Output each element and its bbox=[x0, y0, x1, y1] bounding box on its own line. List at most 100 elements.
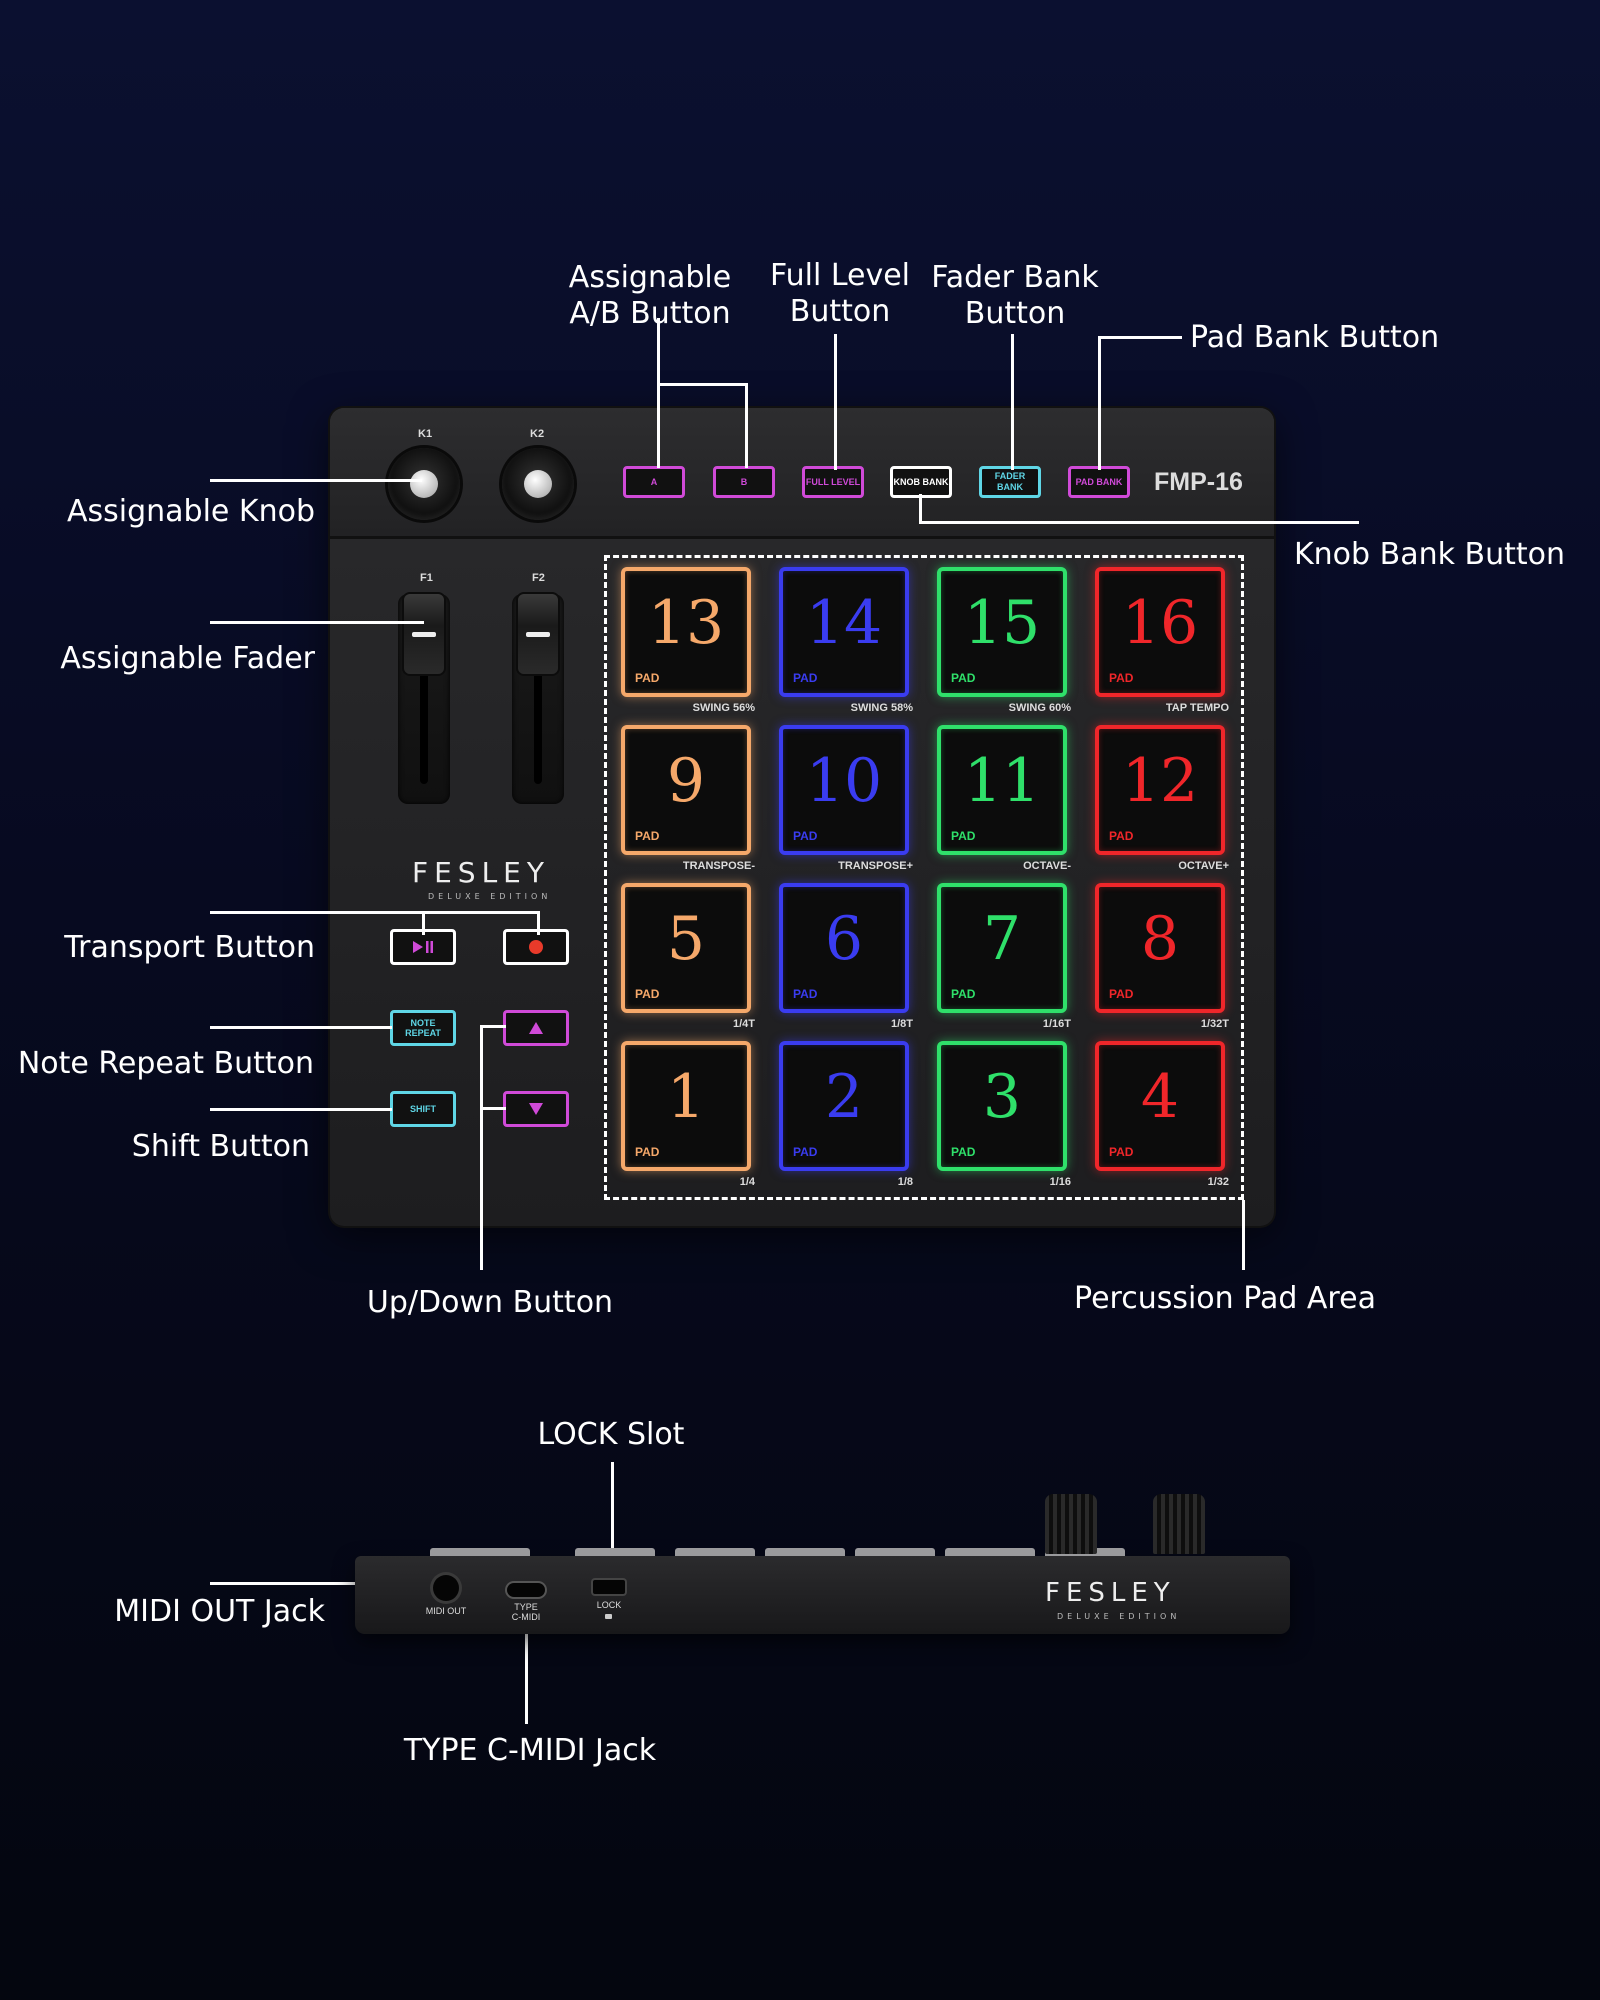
pad-number: 10 bbox=[805, 746, 883, 816]
callout-lock-slot: LOCK Slot bbox=[537, 1417, 685, 1452]
pad-secondary-label: TAP TEMPO bbox=[1165, 702, 1229, 714]
pad-secondary-label: 1/16 bbox=[1049, 1176, 1071, 1188]
pad-secondary-label: 1/4 bbox=[739, 1176, 755, 1188]
pad-label: PAD bbox=[793, 987, 818, 1001]
callout-pad-bank: Pad Bank Button bbox=[1190, 320, 1440, 355]
callout-fader-bank: Fader Bank Button bbox=[925, 260, 1105, 332]
midi-out-jack[interactable] bbox=[433, 1575, 459, 1601]
fader-f2[interactable] bbox=[512, 594, 564, 804]
pad-secondary-label: SWING 56% bbox=[692, 702, 755, 714]
pad-number: 3 bbox=[982, 1062, 1022, 1132]
callout-knob-bank: Knob Bank Button bbox=[1294, 537, 1565, 572]
callout-up-down: Up/Down Button bbox=[366, 1285, 614, 1320]
pad-number: 5 bbox=[666, 904, 706, 974]
fader-cap[interactable] bbox=[518, 594, 558, 674]
pad-secondary-label: OCTAVE- bbox=[1023, 860, 1071, 872]
fader-slot bbox=[534, 614, 542, 784]
callout-line: Button bbox=[964, 296, 1066, 331]
pad-secondary-label: SWING 58% bbox=[850, 702, 913, 714]
knob-label-k2: K2 bbox=[530, 428, 545, 440]
callout-full-level: Full Level Button bbox=[760, 258, 920, 330]
pad-label: PAD bbox=[951, 987, 976, 1001]
callout-line: Fader Bank bbox=[931, 260, 1099, 295]
pad-number: 8 bbox=[1140, 904, 1180, 974]
pad-label: PAD bbox=[1109, 671, 1134, 685]
play-pause-button[interactable] bbox=[390, 929, 456, 965]
callout-line: A/B Button bbox=[569, 296, 731, 331]
typec-label-line: C-MIDI bbox=[511, 1612, 541, 1622]
full-level-label: FULL LEVEL bbox=[805, 476, 861, 487]
callout-assignable-knob: Assignable Knob bbox=[66, 494, 315, 529]
pad-number: 1 bbox=[666, 1062, 706, 1132]
callout-line: Full Level bbox=[769, 258, 911, 293]
fader-bank-button[interactable]: FADER BANK bbox=[979, 466, 1041, 498]
pad-secondary-label: TRANSPOSE+ bbox=[838, 860, 913, 872]
pad-number: 16 bbox=[1121, 588, 1199, 658]
pad-secondary-label: SWING 60% bbox=[1008, 702, 1071, 714]
fader-cap[interactable] bbox=[404, 594, 444, 674]
button-b[interactable]: B bbox=[713, 466, 775, 498]
button-a[interactable]: A bbox=[623, 466, 685, 498]
fader-label-f1: F1 bbox=[420, 572, 433, 584]
pad-number: 12 bbox=[1121, 746, 1199, 816]
pad-secondary-label: OCTAVE+ bbox=[1178, 860, 1229, 872]
pad-label: PAD bbox=[793, 1145, 818, 1159]
pad-number: 2 bbox=[824, 1062, 864, 1132]
fader-f1[interactable] bbox=[398, 594, 450, 804]
callout-assignable-fader: Assignable Fader bbox=[60, 641, 315, 676]
pad-number: 15 bbox=[963, 588, 1041, 658]
shift-button[interactable]: SHIFT bbox=[390, 1091, 456, 1127]
pad-label: PAD bbox=[951, 1145, 976, 1159]
pad-secondary-label: 1/32T bbox=[1200, 1018, 1229, 1030]
up-button[interactable] bbox=[503, 1010, 569, 1046]
knob-cap bbox=[410, 470, 438, 498]
lock-slot[interactable] bbox=[593, 1580, 625, 1594]
side-knob bbox=[1153, 1494, 1205, 1554]
pad-label: PAD bbox=[951, 671, 976, 685]
side-knob bbox=[1045, 1494, 1097, 1554]
pad-label: PAD bbox=[1109, 987, 1134, 1001]
full-level-button[interactable]: FULL LEVEL bbox=[802, 466, 864, 498]
pad-number: 6 bbox=[824, 904, 864, 974]
pad-bank-label: PAD BANK bbox=[1075, 476, 1123, 487]
note-repeat-button[interactable]: NOTE REPEAT bbox=[390, 1010, 456, 1046]
side-brand-logo: FESLEY bbox=[1045, 1578, 1176, 1608]
pad-label: PAD bbox=[1109, 829, 1134, 843]
pad-label: PAD bbox=[793, 829, 818, 843]
fader-slot bbox=[420, 614, 428, 784]
typec-port[interactable] bbox=[507, 1583, 545, 1597]
record-button[interactable] bbox=[503, 929, 569, 965]
side-brand-edition: DELUXE EDITION bbox=[1057, 1612, 1181, 1621]
typec-label-line: TYPE bbox=[514, 1602, 538, 1612]
pad-number: 4 bbox=[1140, 1062, 1180, 1132]
note-repeat-label: NOTE REPEAT bbox=[405, 1018, 441, 1038]
pad-label: PAD bbox=[951, 829, 976, 843]
knob-k2[interactable] bbox=[502, 448, 574, 520]
pad-bank-button[interactable]: PAD BANK bbox=[1068, 466, 1130, 498]
brand-logo: FESLEY bbox=[412, 856, 550, 889]
pad-number: 9 bbox=[666, 746, 706, 816]
down-arrow-icon bbox=[529, 1103, 543, 1115]
down-button[interactable] bbox=[503, 1091, 569, 1127]
pad-number: 11 bbox=[963, 746, 1041, 816]
knob-k1[interactable] bbox=[388, 448, 460, 520]
callout-shift: Shift Button bbox=[131, 1129, 310, 1164]
percussion-pad-area bbox=[604, 555, 1244, 1200]
pad-secondary-label: 1/16T bbox=[1042, 1018, 1071, 1030]
